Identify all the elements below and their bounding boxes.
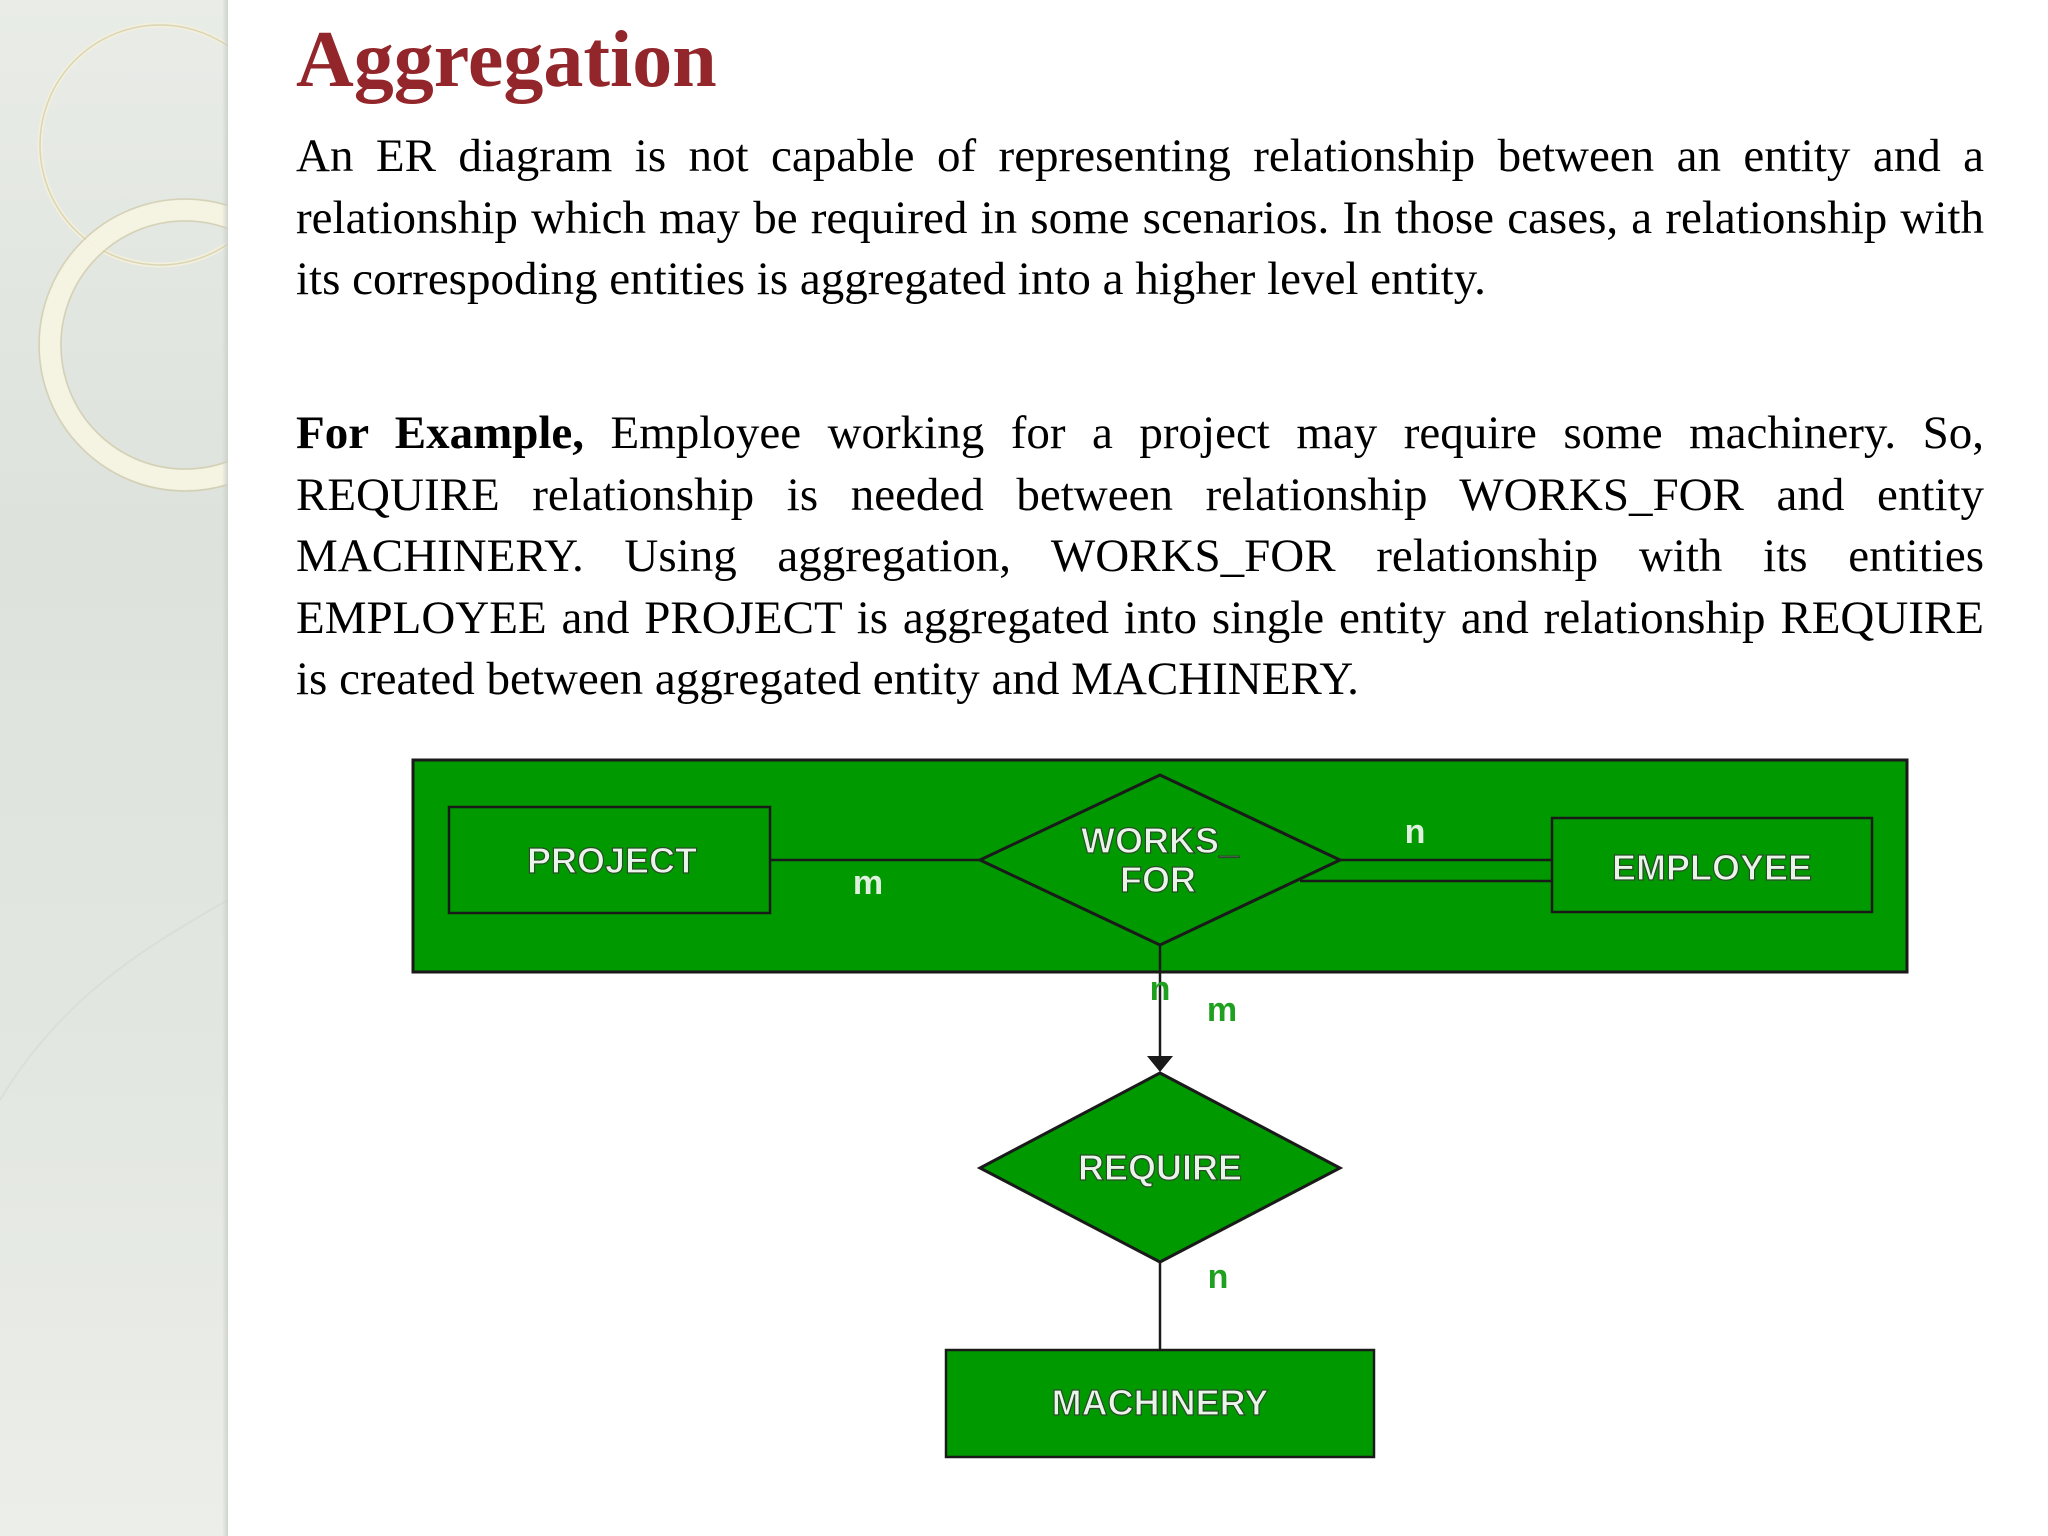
- cardinality-require-machinery: n: [1208, 1258, 1229, 1296]
- cardinality-project-side: m: [853, 864, 883, 902]
- works-for-label-line1: WORKS_: [1081, 820, 1240, 861]
- works-for-label-line2: FOR: [1120, 859, 1196, 900]
- arrow-head-icon: [1147, 1056, 1173, 1072]
- cardinality-aggregate-bottom: m: [1207, 991, 1237, 1029]
- cardinality-aggregate-top: n: [1150, 970, 1171, 1008]
- require-label: REQUIRE: [1078, 1147, 1242, 1188]
- employee-label: EMPLOYEE: [1612, 847, 1812, 888]
- project-label: PROJECT: [527, 840, 697, 881]
- machinery-label: MACHINERY: [1052, 1382, 1269, 1423]
- cardinality-employee-side: n: [1405, 813, 1426, 851]
